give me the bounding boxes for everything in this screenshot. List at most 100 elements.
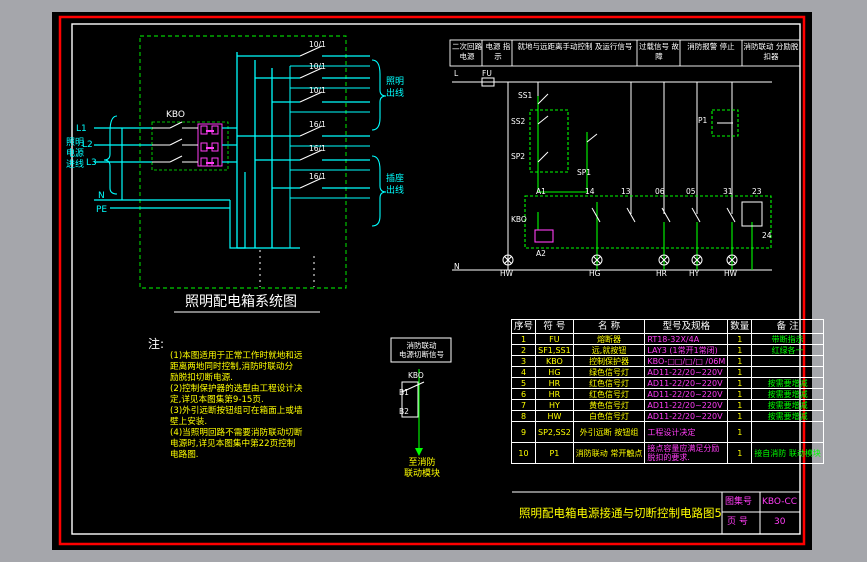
bom-cell: KBO — [535, 355, 574, 367]
bom-cell: SP2,SS2 — [535, 421, 574, 443]
bom-cell: 红色信号灯 — [572, 377, 646, 389]
ss2-label: SS2 — [511, 117, 526, 126]
bom-cell: 1 — [727, 344, 753, 356]
bom-cell: KBO-□□/□/□ /06M — [644, 355, 729, 367]
header-fire-shunt: 消防联动 分励脱扣器 — [743, 42, 799, 61]
bom-cell: 1 — [727, 399, 753, 411]
bom-cell: 工程设计决定 — [644, 421, 729, 443]
circuit-rating: 16/1 — [309, 144, 326, 153]
bom-header-row: 序号 符 号 名 称 型号及规格 数量 备 注 — [510, 319, 824, 334]
lighting-out-2: 出线 — [386, 89, 405, 99]
bom-header-cell: 符 号 — [535, 319, 574, 334]
indicator-lamp — [726, 254, 738, 266]
bom-cell: 1 — [727, 366, 753, 378]
bom-cell: 按需要增减 — [751, 377, 824, 389]
bom-cell: AD11-22/20~220V — [644, 410, 729, 422]
bom-cell — [751, 421, 824, 443]
fire-link-title: 消防联动 电源切断信号 — [394, 341, 449, 359]
terminal-number: A1 — [536, 187, 546, 196]
bom-cell: 外引远断 按钮组 — [572, 421, 646, 443]
supply-label-2: 电源 — [66, 149, 85, 159]
lighting-out-1: 照明 — [386, 77, 405, 87]
socket-out-1: 插座 — [386, 174, 405, 184]
circuit-rating: 16/1 — [309, 172, 326, 181]
terminal-number: 05 — [686, 187, 696, 196]
bom-cell: 1 — [727, 333, 753, 345]
bom-cell: RT18-32X/4A — [644, 333, 729, 345]
lamp-label: HR — [656, 269, 667, 278]
bom-header-cell: 备 注 — [751, 319, 824, 334]
bom-cell — [751, 366, 824, 378]
bom-cell: 红色信号灯 — [572, 388, 646, 400]
bom-cell: 按需要增减 — [751, 388, 824, 400]
note-line: (1)本图适用于正常工作时就地和远 — [170, 351, 303, 361]
note-line: (3)外引远断按钮组可在箱面上或墙 — [170, 406, 303, 416]
fuse-label: FU — [482, 69, 492, 78]
phase-label-l3: L3 — [86, 158, 97, 168]
bom-cell: 按需要增减 — [751, 410, 824, 422]
contact-symbols — [537, 93, 736, 223]
fire-link-title-1: 消防联动 — [406, 341, 437, 350]
bom-cell: 绿色信号灯 — [572, 366, 646, 378]
lamp-label: HY — [689, 269, 700, 278]
neutral-label: N — [98, 191, 105, 201]
inner-frame — [71, 23, 801, 535]
bom-cell: P1 — [535, 442, 574, 464]
bom-cell: 控制保护器 — [572, 355, 646, 367]
bom-cell: 8 — [510, 410, 537, 422]
indicator-lamp — [691, 254, 703, 266]
lamp-label: HW — [500, 269, 514, 278]
main-breaker-label: KBO — [166, 110, 186, 120]
bom-cell: 1 — [727, 410, 753, 422]
circuit-rating: 10/1 — [309, 62, 326, 71]
bom-cell: 接点容量应满足分励脱扣的要求. — [644, 442, 729, 464]
bom-header-cell: 序号 — [510, 319, 537, 334]
line-l-label: L — [454, 69, 459, 78]
notes-title: 注: — [148, 337, 165, 351]
fire-link-b2: B2 — [399, 407, 409, 416]
bom-cell: 5 — [510, 377, 537, 389]
fire-link-target-2: 联动模块 — [404, 469, 441, 479]
header-manual-control: 就地与远距离手动控制 及运行信号 — [517, 42, 633, 51]
bom-cell: 9 — [510, 421, 537, 443]
indicator-lamp — [658, 254, 670, 266]
distribution-box-outline — [139, 35, 347, 289]
left-brace — [103, 115, 118, 195]
bom-cell: FU — [535, 333, 574, 345]
note-line: 壁上安装. — [170, 417, 208, 427]
terminal-number: 31 — [723, 187, 733, 196]
bom-cell: 1 — [727, 421, 753, 443]
control-header-grid — [449, 39, 801, 67]
bom-header-cell: 数量 — [727, 319, 753, 334]
terminal-number: 24 — [762, 231, 772, 240]
bom-cell: AD11-22/20~220V — [644, 366, 729, 378]
bom-cell: 接自消防 联动模块 — [751, 442, 824, 464]
bom-cell: 红绿各一 — [751, 344, 824, 356]
terminal-number: 23 — [752, 187, 762, 196]
phase-label-l1: L1 — [76, 124, 87, 134]
notes-body: (1)本图适用于正常工作时就地和远 距离两地同时控制,消防时联动分 励脱扣切断电… — [170, 351, 303, 461]
note-line: 定,详见本图集第9-15页. — [170, 395, 264, 405]
drawing-title: 照明配电箱电源接通与切断控制电路图5 — [519, 506, 722, 520]
indicator-lamp — [502, 254, 514, 266]
bom-cell: 3 — [510, 355, 537, 367]
note-line: 电路图. — [170, 450, 199, 460]
note-line: (2)控制保护器的选型由工程设计决 — [170, 384, 303, 394]
bom-cell: 按需要增减 — [751, 399, 824, 411]
bom-cell: AD11-22/20~220V — [644, 388, 729, 400]
control-wiring — [452, 77, 772, 271]
header-fire-stop: 消防报警 停止 — [687, 42, 735, 51]
indicator-lamp — [591, 254, 603, 266]
fire-link-target: 至消防 联动模块 — [404, 458, 440, 480]
bom-cell: 远,就按钮 — [572, 344, 646, 356]
bom-cell: AD11-22/20~220V — [644, 377, 729, 389]
header-overload-fault: 过载信号 故障 — [639, 42, 679, 61]
bom-cell: 1 — [727, 442, 753, 464]
indicator-lamps — [502, 254, 738, 266]
bom-cell: 消防联动 常开触点 — [572, 442, 646, 464]
